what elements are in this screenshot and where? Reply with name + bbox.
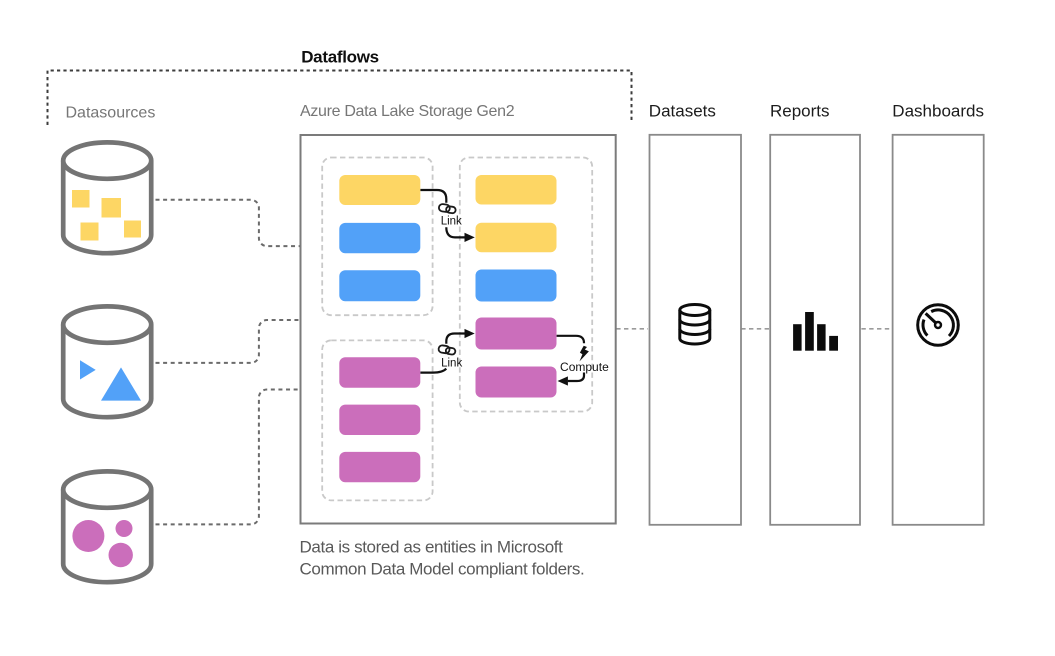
svg-text:Common Data Model compliant fo: Common Data Model compliant folders. bbox=[300, 559, 585, 578]
svg-text:Dashboards: Dashboards bbox=[892, 102, 984, 121]
svg-text:Reports: Reports bbox=[770, 102, 830, 121]
svg-text:Data is stored as entities in: Data is stored as entities in Microsoft bbox=[300, 537, 564, 556]
svg-text:Link: Link bbox=[441, 357, 462, 369]
svg-text:Compute: Compute bbox=[560, 360, 609, 374]
svg-text:Dataflows: Dataflows bbox=[301, 48, 379, 67]
svg-text:Datasets: Datasets bbox=[649, 102, 716, 121]
svg-text:Azure Data Lake Storage Gen2: Azure Data Lake Storage Gen2 bbox=[300, 103, 515, 120]
svg-text:Link: Link bbox=[441, 216, 462, 228]
svg-text:Datasources: Datasources bbox=[66, 104, 156, 121]
